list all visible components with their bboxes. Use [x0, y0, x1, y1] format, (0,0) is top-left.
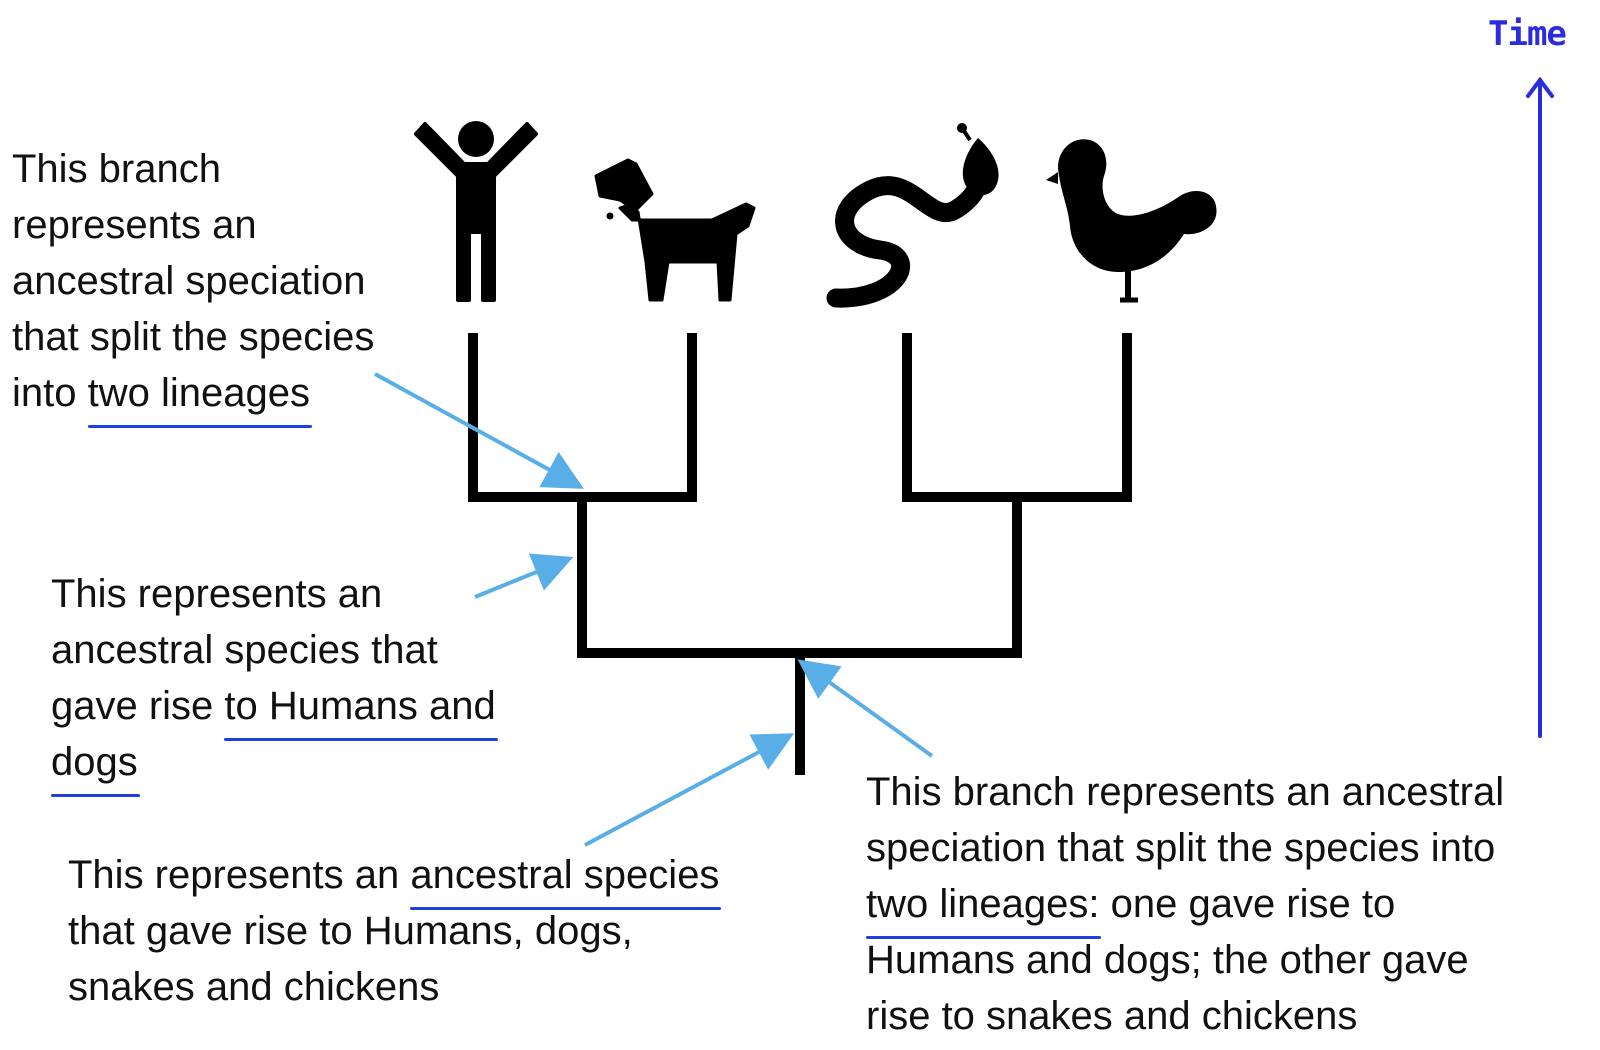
time-axis [1526, 76, 1554, 738]
note-line: Humans and dogs; the other gave [866, 938, 1469, 982]
note-line: that gave rise to Humans, dogs, [68, 909, 633, 953]
note-text: into [12, 371, 88, 415]
note-line: two lineages: one gave rise to [866, 876, 1504, 939]
underlined-text: dogs [51, 734, 140, 797]
annotation-bottom-right: This branch represents an ancestral spec… [866, 764, 1504, 1044]
tree [468, 333, 1132, 775]
note-line: ancestral species that [51, 628, 438, 672]
underlined-text: ancestral species [410, 847, 722, 910]
annotation-middle-left: This represents an ancestral species tha… [51, 566, 498, 797]
arrow-speciation-root [797, 659, 934, 758]
underlined-text: to Humans and [224, 678, 498, 741]
note-line: rise to snakes and chickens [866, 994, 1358, 1038]
note-line: that split the species [12, 315, 375, 359]
note-line: represents an [12, 203, 257, 247]
time-label: Time [1488, 14, 1567, 54]
note-text: gave rise [51, 684, 225, 728]
note-line: ancestral speciation [12, 259, 366, 303]
note-line: snakes and chickens [68, 965, 440, 1009]
annotation-bottom-left: This represents an ancestral species tha… [68, 847, 722, 1015]
note-line: This represents an ancestral species [68, 847, 722, 910]
note-line: gave rise to Humans and [51, 678, 498, 741]
annotation-top-left: This branch represents an ancestral spec… [12, 141, 375, 428]
dog-icon [594, 158, 756, 302]
snake-icon [826, 123, 999, 308]
note-line: This represents an [51, 572, 383, 616]
annotation-arrows [374, 372, 934, 847]
note-line: dogs [51, 734, 496, 797]
note-line: This branch represents an ancestral [866, 770, 1505, 814]
note-text: This represents an [68, 853, 411, 897]
arrow-ancestor-all [584, 733, 795, 847]
underlined-text: two lineages [87, 365, 313, 428]
arrow-speciation-human-dog [374, 372, 585, 489]
human-icon [414, 121, 538, 302]
note-line: This branch [12, 147, 221, 191]
note-line: into two lineages [12, 365, 374, 428]
note-text: one gave rise to [1099, 882, 1396, 926]
underlined-text: two lineages: [866, 876, 1102, 939]
arrow-ancestor-human-dog [474, 553, 574, 599]
note-line: speciation that split the species into [866, 826, 1496, 870]
chicken-icon [1046, 139, 1217, 303]
